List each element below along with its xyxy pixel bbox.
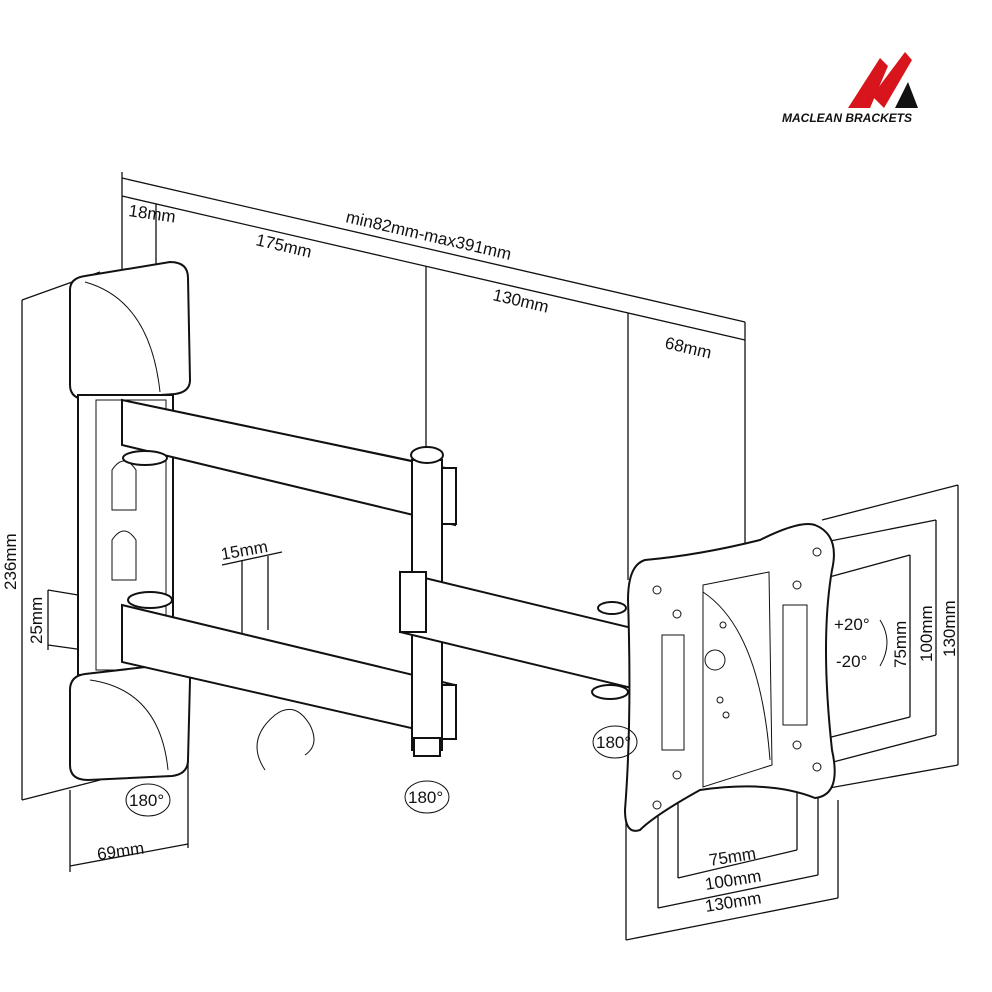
label-wall-plate-depth: 18mm (127, 201, 176, 226)
label-tilt-up: +20° (834, 615, 870, 634)
label-vesa-v-130: 130mm (940, 600, 959, 657)
label-arm2: 130mm (491, 285, 551, 316)
label-total-height: 236mm (1, 533, 20, 590)
label-vesa-v-75: 75mm (891, 621, 910, 668)
label-head-depth: 68mm (663, 333, 713, 362)
label-wall-plate-width: 69mm (96, 839, 145, 864)
label-arm-width: 15mm (219, 537, 269, 564)
logo-text: MACLEAN BRACKETS (782, 111, 912, 125)
vesa-plate (623, 523, 836, 832)
rotation-markers (125, 619, 888, 817)
tilt-arrow-icon (879, 619, 888, 667)
rotation-arrow-icon (592, 725, 638, 759)
rotation-arrow-icon (125, 783, 171, 817)
label-arm1: 175mm (254, 230, 314, 261)
rotation-arrow-icon (404, 780, 450, 814)
label-vesa-v-100: 100mm (917, 605, 936, 662)
label-rotation-elbow: 180° (408, 788, 443, 807)
label-rotation-wall: 180° (129, 791, 164, 810)
label-rotation-head: 180° (596, 733, 631, 752)
label-tilt-down: -20° (836, 652, 867, 671)
wall-plate (69, 260, 192, 782)
label-vesa-h-75: 75mm (708, 844, 758, 870)
label-arm-height: 25mm (27, 597, 46, 644)
brand-logo: MACLEAN BRACKETS (782, 52, 918, 125)
swing-arms (121, 398, 641, 771)
